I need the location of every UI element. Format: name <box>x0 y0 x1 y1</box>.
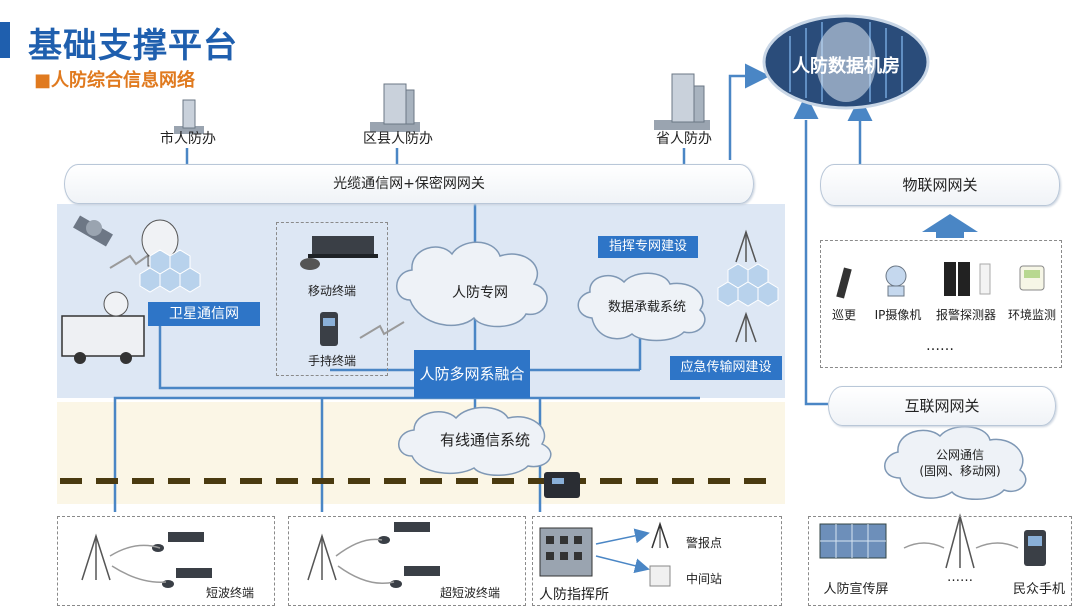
iot-device-box <box>820 240 1062 368</box>
hexagon-cluster-left <box>139 249 201 293</box>
data-bearer-system-label: 数据承载系统 <box>607 300 686 315</box>
alarm-point-label: 警报点 <box>685 536 722 550</box>
iot-up-arrow <box>922 214 978 238</box>
wired-cloud <box>398 406 552 476</box>
command-post-box <box>532 516 782 606</box>
data-center-graphic <box>762 14 930 110</box>
handheld-device <box>320 312 338 346</box>
ultrashortwave-box <box>288 516 526 606</box>
relay-station-icon <box>649 565 671 587</box>
public-network-cloud <box>884 425 1027 500</box>
display-screen-icon <box>819 523 887 559</box>
bottom-tower-icons <box>81 513 975 581</box>
mobile-terminal-device <box>300 236 378 270</box>
internet-gateway-label: 互联网网关 <box>904 397 980 415</box>
office-city-label: 市人防办 <box>160 131 216 147</box>
bottom-more-label: …… <box>947 570 973 585</box>
telephone-icon <box>544 472 580 498</box>
satellite-network-label: 卫星通信网 <box>148 302 260 326</box>
iot-ip-camera-label: IP摄像机 <box>874 308 922 322</box>
data-system-cloud <box>577 272 706 342</box>
iot-gateway-pipe: 物联网网关 <box>820 164 1060 206</box>
ultrashortwave-terminal-label: 超短波终端 <box>439 586 500 600</box>
mobile-terminal-label: 移动终端 <box>307 284 356 298</box>
iot-alarm-detector-label: 报警探测器 <box>935 308 996 322</box>
data-center-label: 人防数据机房 <box>792 56 900 77</box>
multi-network-fusion-box: 人防多网系融合 <box>414 350 530 398</box>
public-terminal-box <box>808 516 1072 606</box>
mobile-phone-icon <box>1024 530 1046 566</box>
terminal-group-box <box>276 222 388 376</box>
iot-more-label: …… <box>926 338 954 354</box>
mobile-phone-label: 民众手机 <box>1012 582 1065 597</box>
title-accent-bar <box>0 22 10 58</box>
shortwave-terminal-label: 短波终端 <box>205 586 254 600</box>
command-post-label: 人防指挥所 <box>539 587 609 603</box>
backbone-pipe-label: 光缆通信网+保密网网关 <box>333 176 485 192</box>
command-network-label: 指挥专网建设 <box>598 236 698 258</box>
iot-device-icons <box>836 262 1045 299</box>
iot-patrol-label: 巡更 <box>831 308 856 322</box>
public-network-line1: 公网通信 <box>935 448 984 462</box>
relay-station-label: 中间站 <box>685 572 722 586</box>
page-title: 基础支撑平台 <box>28 26 238 66</box>
public-network-line2: (固网、移动网) <box>919 464 1001 478</box>
civil-defense-cloud <box>396 241 548 328</box>
office-building-icons <box>174 73 710 134</box>
shortwave-box <box>57 516 275 606</box>
alarm-point-icon <box>651 521 669 549</box>
emergency-transmission-label: 应急传输网建设 <box>670 356 782 380</box>
tower-icons-top <box>735 229 757 343</box>
civil-defense-network-label: 人防专网 <box>452 285 508 301</box>
display-screen-label: 人防宣传屏 <box>823 582 889 597</box>
bottom-terminal-devices <box>152 522 440 588</box>
command-post-building <box>539 527 593 577</box>
office-district-label: 区县人防办 <box>363 131 433 147</box>
internet-gateway-pipe: 互联网网关 <box>828 386 1056 426</box>
page-subtitle: ■人防综合信息网络 <box>34 70 196 91</box>
hexagon-cluster-right <box>717 263 779 307</box>
iot-env-monitor-label: 环境监测 <box>1007 308 1056 322</box>
vehicle-icon <box>61 291 145 364</box>
office-province-label: 省人防办 <box>656 131 712 147</box>
iot-gateway-label: 物联网网关 <box>902 176 978 194</box>
wired-system-label: 有线通信系统 <box>439 431 530 449</box>
handheld-terminal-label: 手持终端 <box>307 354 356 368</box>
backbone-pipe: 光缆通信网+保密网网关 <box>64 164 754 204</box>
